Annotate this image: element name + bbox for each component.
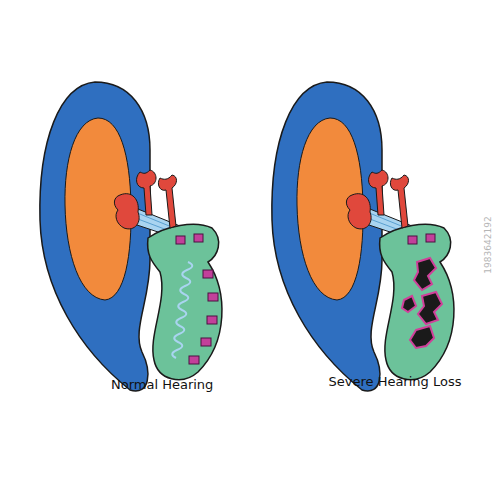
watermark: 1983642192	[482, 216, 492, 273]
basilar-membrane	[172, 262, 192, 358]
damaged-ear	[272, 82, 454, 391]
ear-base	[272, 82, 454, 391]
hair-cell	[201, 338, 211, 346]
hair-cell	[207, 316, 217, 324]
figure-label: Normal Hearing	[111, 377, 213, 392]
figure-label: Severe Hearing Loss	[329, 374, 462, 389]
damaged-cells	[414, 258, 436, 290]
ear-base	[40, 82, 222, 391]
damaged-cells	[418, 292, 442, 324]
normal-ear	[40, 82, 222, 391]
hair-cell	[203, 270, 213, 278]
damaged-cells	[402, 296, 416, 312]
hair-cell	[208, 293, 218, 301]
hair-cell	[189, 356, 199, 364]
damaged-cells	[410, 326, 434, 348]
